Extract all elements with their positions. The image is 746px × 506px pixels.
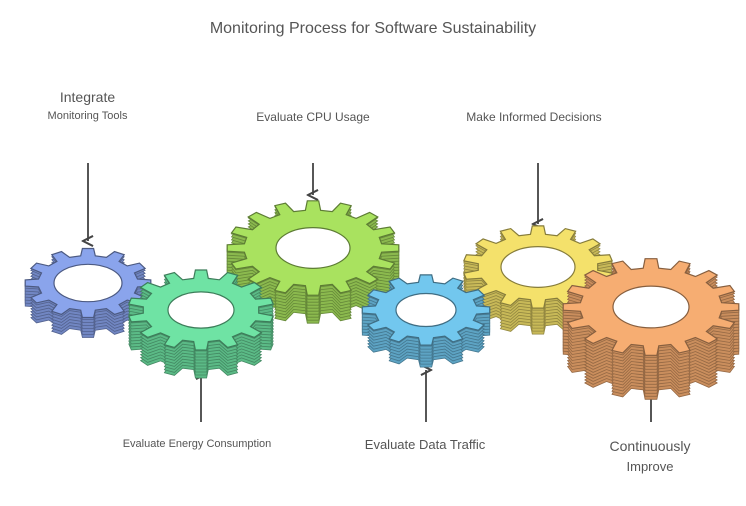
- gear-energy-hole: [167, 291, 235, 329]
- gear-energy: [127, 269, 275, 379]
- gear-improve: [562, 258, 740, 400]
- label-integrate: Integrate Monitoring Tools: [30, 89, 145, 122]
- label-integrate-line2: Monitoring Tools: [47, 110, 128, 122]
- label-energy: Evaluate Energy Consumption: [122, 438, 272, 450]
- diagram-title: Monitoring Process for Software Sustaina…: [209, 20, 537, 37]
- label-improve-line2: Improve: [626, 459, 674, 474]
- label-integrate-line1: Integrate: [59, 89, 116, 105]
- gear-cpu-hole: [275, 227, 351, 269]
- gear-integrate: [24, 247, 152, 338]
- label-cpu: Evaluate CPU Usage: [256, 110, 370, 124]
- label-traffic: Evaluate Data Traffic: [364, 437, 486, 452]
- label-improve-line1: Continuously: [609, 438, 691, 454]
- gear-decisions: [462, 225, 614, 335]
- gear-integrate-hole: [53, 263, 123, 303]
- gear-improve-hole: [612, 285, 690, 329]
- label-improve: Continuously Improve: [600, 438, 700, 474]
- gear-traffic: [361, 274, 491, 368]
- gear-traffic-hole: [395, 292, 457, 328]
- gear-decisions-hole: [500, 246, 576, 288]
- gear-cpu: [226, 200, 400, 324]
- label-decisions: Make Informed Decisions: [466, 110, 602, 124]
